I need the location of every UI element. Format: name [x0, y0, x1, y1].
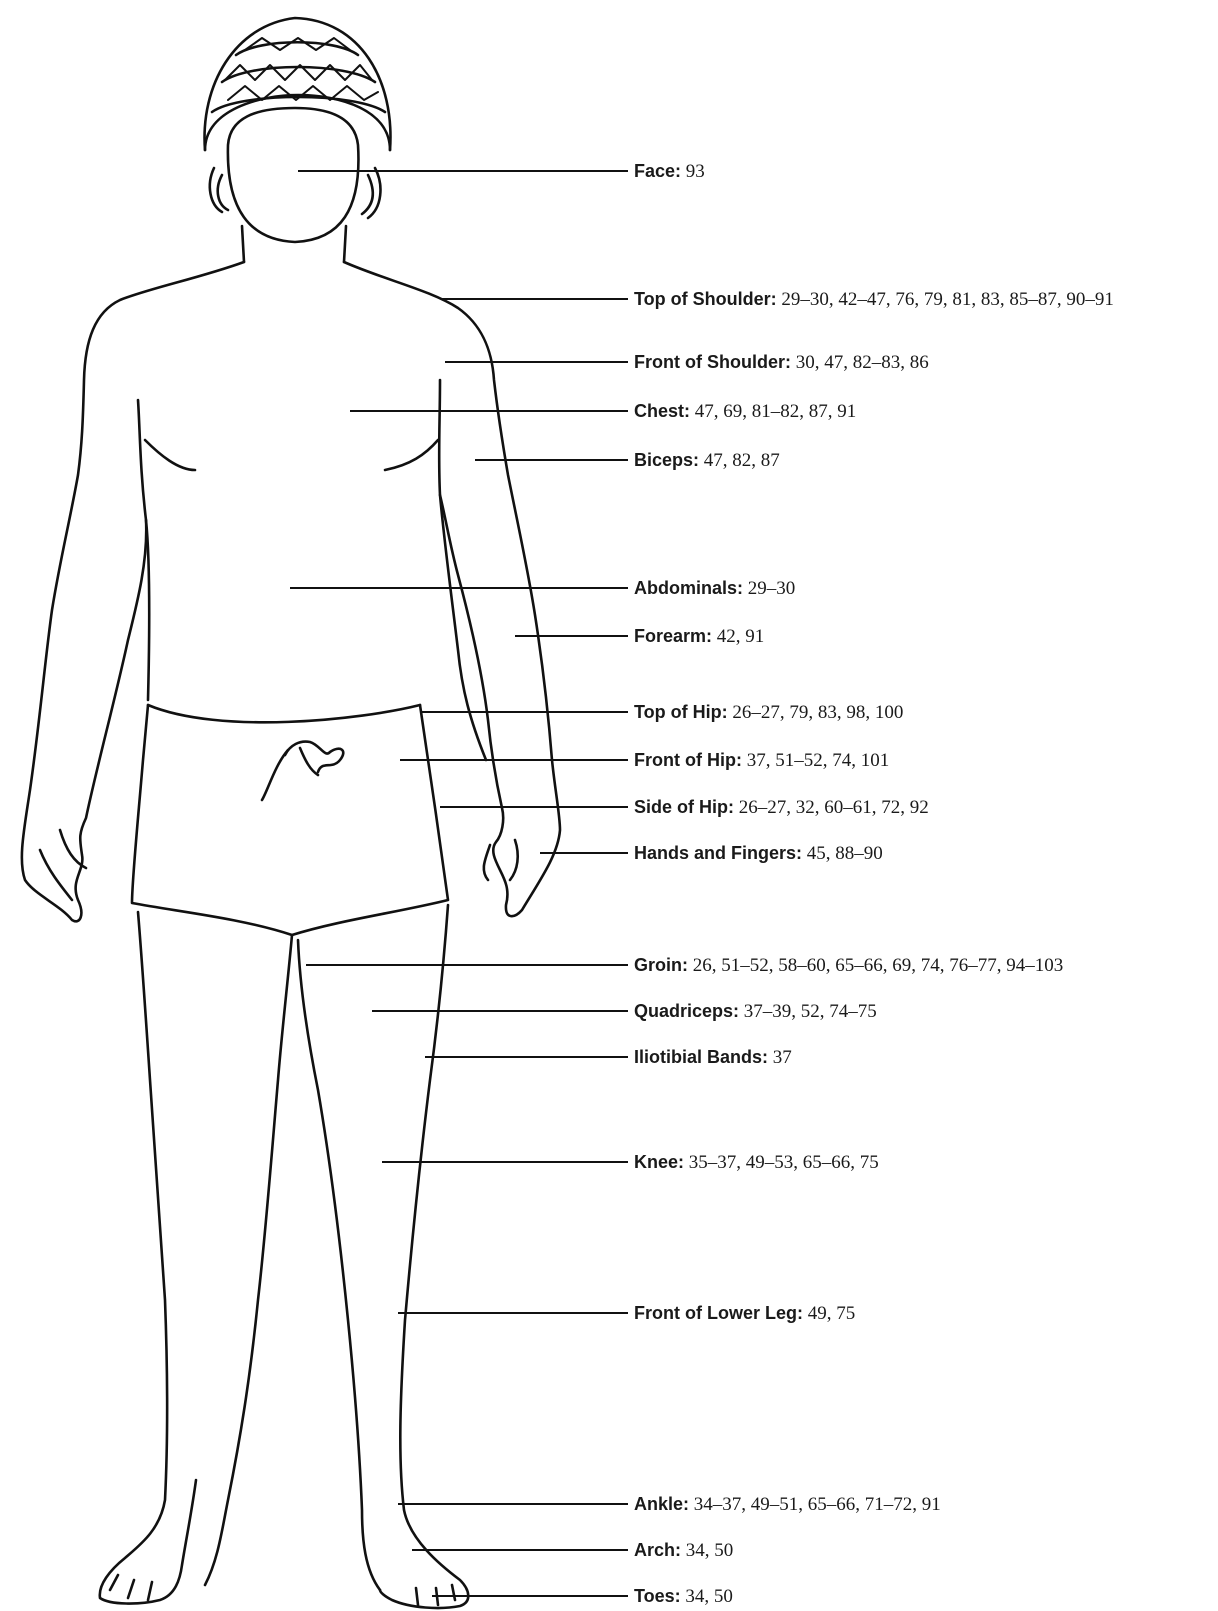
- label-pages: 42, 91: [717, 626, 765, 647]
- label-name: Groin:: [634, 955, 688, 975]
- label-pages: 45, 88–90: [807, 843, 883, 864]
- leader-lines: [290, 171, 628, 1596]
- label-pages: 29–30: [748, 578, 796, 599]
- label-name: Knee:: [634, 1152, 684, 1172]
- label-name: Quadriceps:: [634, 1001, 739, 1021]
- label-quadriceps: Quadriceps: 37–39, 52, 74–75: [634, 996, 877, 1027]
- label-pages: 37: [773, 1047, 792, 1068]
- label-pages: 93: [686, 161, 705, 182]
- label-name: Top of Shoulder:: [634, 289, 777, 309]
- label-biceps: Biceps: 47, 82, 87: [634, 445, 780, 476]
- label-face: Face: 93: [634, 156, 705, 187]
- label-toes: Toes: 34, 50: [634, 1581, 733, 1611]
- label-front-of-shoulder: Front of Shoulder: 30, 47, 82–83, 86: [634, 347, 929, 378]
- face-outline: [228, 108, 359, 242]
- right-body-outline: [344, 262, 560, 916]
- label-pages: 35–37, 49–53, 65–66, 75: [689, 1152, 879, 1173]
- shorts-drawing: [132, 705, 448, 935]
- label-pages: 49, 75: [808, 1303, 856, 1324]
- label-arch: Arch: 34, 50: [634, 1535, 733, 1566]
- label-top-of-hip: Top of Hip: 26–27, 79, 83, 98, 100: [634, 697, 903, 728]
- label-pages: 30, 47, 82–83, 86: [796, 352, 929, 373]
- label-front-of-hip: Front of Hip: 37, 51–52, 74, 101: [634, 745, 889, 776]
- label-name: Front of Lower Leg:: [634, 1303, 803, 1323]
- label-top-of-shoulder: Top of Shoulder: 29–30, 42–47, 76, 79, 8…: [634, 285, 1194, 314]
- label-pages: 47, 69, 81–82, 87, 91: [695, 401, 857, 422]
- label-name: Toes:: [634, 1586, 681, 1606]
- label-name: Forearm:: [634, 626, 712, 646]
- label-name: Hands and Fingers:: [634, 843, 802, 863]
- label-name: Abdominals:: [634, 578, 743, 598]
- label-name: Ankle:: [634, 1494, 689, 1514]
- label-iliotibial-bands: Iliotibial Bands: 37: [634, 1042, 792, 1073]
- label-name: Front of Shoulder:: [634, 352, 791, 372]
- label-name: Arch:: [634, 1540, 681, 1560]
- label-abdominals: Abdominals: 29–30: [634, 573, 795, 604]
- label-pages: 26, 51–52, 58–60, 65–66, 69, 74, 76–77, …: [693, 955, 1064, 976]
- label-name: Chest:: [634, 401, 690, 421]
- label-name: Iliotibial Bands:: [634, 1047, 768, 1067]
- label-pages: 26–27, 79, 83, 98, 100: [732, 702, 903, 723]
- label-pages: 47, 82, 87: [704, 450, 780, 471]
- label-pages: 29–30, 42–47, 76, 79, 81, 83, 85–87, 90–…: [781, 289, 1114, 310]
- label-pages: 34, 50: [685, 1586, 733, 1607]
- label-front-of-lower-leg: Front of Lower Leg: 49, 75: [634, 1298, 855, 1329]
- label-pages: 37, 51–52, 74, 101: [747, 750, 890, 771]
- label-forearm: Forearm: 42, 91: [634, 621, 764, 652]
- label-side-of-hip: Side of Hip: 26–27, 32, 60–61, 72, 92: [634, 792, 929, 823]
- label-pages: 34–37, 49–51, 65–66, 71–72, 91: [694, 1494, 941, 1515]
- label-groin: Groin: 26, 51–52, 58–60, 65–66, 69, 74, …: [634, 950, 1063, 981]
- left-leg-outline: [100, 912, 196, 1604]
- label-pages: 37–39, 52, 74–75: [744, 1001, 877, 1022]
- label-chest: Chest: 47, 69, 81–82, 87, 91: [634, 396, 856, 427]
- label-name: Biceps:: [634, 450, 699, 470]
- label-knee: Knee: 35–37, 49–53, 65–66, 75: [634, 1147, 879, 1178]
- label-hands-and-fingers: Hands and Fingers: 45, 88–90: [634, 838, 883, 869]
- label-ankle: Ankle: 34–37, 49–51, 65–66, 71–72, 91: [634, 1489, 941, 1520]
- label-name: Top of Hip:: [634, 702, 728, 722]
- label-name: Front of Hip:: [634, 750, 742, 770]
- label-pages: 26–27, 32, 60–61, 72, 92: [739, 797, 929, 818]
- label-name: Face:: [634, 161, 681, 181]
- label-name: Side of Hip:: [634, 797, 734, 817]
- left-body-outline: [22, 262, 244, 921]
- label-pages: 34, 50: [686, 1540, 734, 1561]
